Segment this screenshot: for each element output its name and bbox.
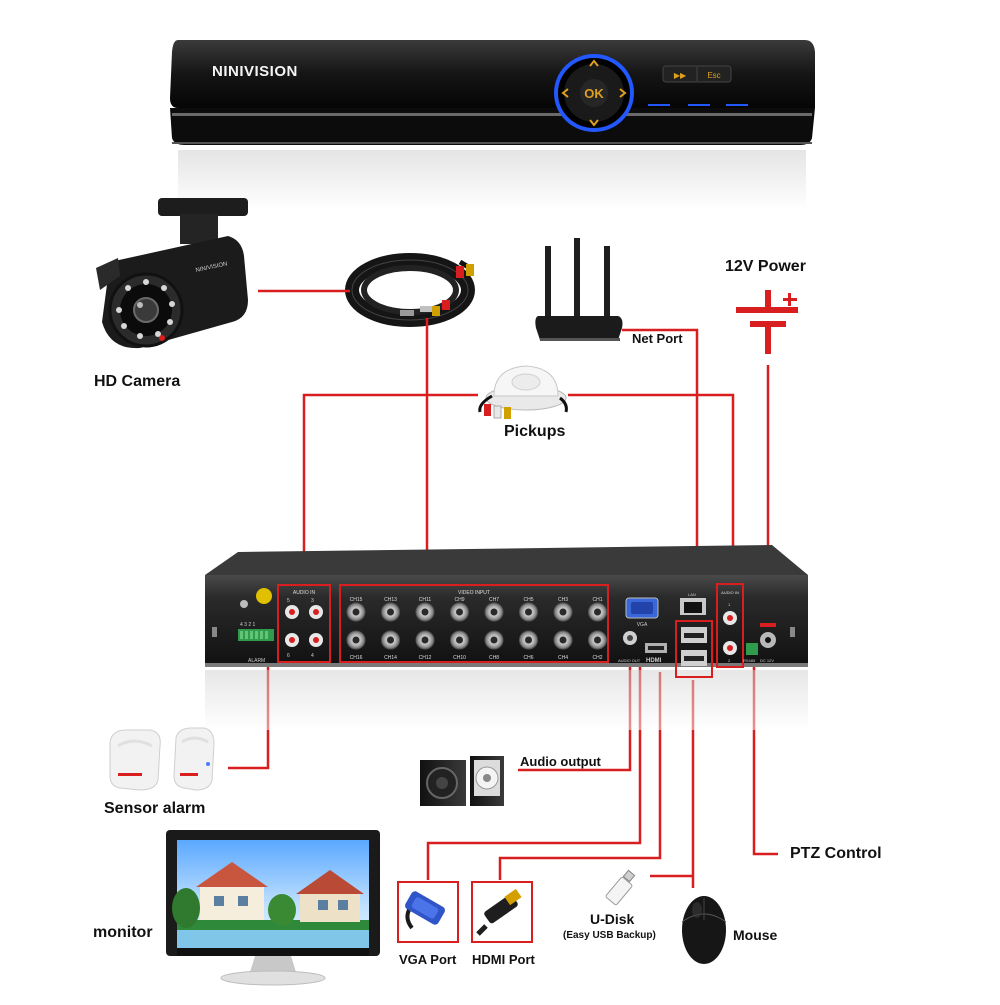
router-image (535, 238, 623, 341)
bnc-row-top: CH15 CH13 CH11 CH9 CH7 CH5 CH3 CH1 (346, 597, 607, 622)
audio-in-num-4: 4 (311, 653, 314, 659)
audio-in-right-num-2: 2 (728, 658, 731, 663)
u-disk-image (605, 869, 636, 906)
ptz-control-label: PTZ Control (790, 845, 882, 862)
bnc-connector-pin (421, 636, 429, 644)
mouse-image (681, 896, 727, 964)
bnc-connector-pin (559, 608, 567, 616)
channel-label: CH10 (453, 655, 466, 661)
mouse-label: Mouse (733, 927, 778, 943)
audio-in-left-label: AUDIO IN (293, 590, 316, 596)
ok-label: OK (584, 86, 604, 101)
lan-label: LAN (688, 592, 696, 597)
bnc-connector-pin (387, 636, 394, 644)
channel-label: CH1 (592, 597, 602, 603)
net-port-label: Net Port (632, 331, 683, 346)
bnc-cable-coil-image (345, 253, 475, 327)
u-disk-label: U-Disk (590, 911, 635, 927)
bnc-connector-pin (594, 608, 601, 616)
bnc-connector-pin (456, 608, 463, 616)
channel-label: CH8 (489, 655, 499, 661)
audio-in-left-jacks (285, 605, 323, 647)
bnc-connector-pin (525, 636, 532, 644)
bnc-connector-pin (352, 608, 360, 616)
rs485-label: RS485 (743, 658, 756, 663)
vga-port-label: VGA Port (399, 952, 457, 967)
vga-label: VGA (637, 622, 648, 628)
bnc-connector-pin (490, 636, 498, 644)
monitor-image (166, 830, 380, 986)
channel-label: CH9 (454, 597, 464, 603)
channel-label: CH4 (558, 655, 568, 661)
vga-port-image (397, 881, 459, 943)
channel-label: CH13 (384, 597, 397, 603)
u-disk-sub-label: (Easy USB Backup) (563, 930, 656, 941)
hdmi-port-image (471, 881, 533, 943)
bnc-connector-pin (559, 636, 567, 644)
dvr-rear: 4 3 2 1 ALARM AUDIO IN 5 3 6 4 VIDEO INP… (205, 545, 808, 730)
hdmi-label: HDMI (646, 658, 662, 664)
power-label: 12V Power (725, 258, 806, 275)
audio-in-num-3: 3 (311, 598, 314, 604)
audio-output-label: Audio output (520, 754, 601, 769)
audio-in-right-label: AUDIO IN (721, 590, 739, 595)
channel-label: CH12 (419, 655, 432, 661)
channel-label: CH2 (592, 655, 602, 661)
channel-label: CH6 (523, 655, 533, 661)
hd-camera-image: NINIVISION (96, 198, 248, 349)
hdmi-port-label: HDMI Port (472, 952, 535, 967)
esc-button-label: Esc (707, 71, 720, 80)
bnc-connector-pin (490, 608, 498, 616)
power-symbol (736, 290, 798, 354)
sensor-alarm-label: Sensor alarm (104, 800, 206, 817)
dvr-front: OK ▶▶ Esc NINIVISION (170, 40, 815, 210)
audio-out-label: AUDIO OUT (618, 658, 641, 663)
bnc-connector-pin (352, 636, 360, 644)
audio-in-num-6: 6 (287, 653, 290, 659)
channel-label: CH7 (489, 597, 499, 603)
bnc-connector-pin (421, 608, 429, 616)
bnc-connector-pin (525, 608, 532, 616)
channel-label: CH11 (419, 597, 432, 603)
bnc-connector-pin (594, 636, 601, 644)
video-input-label: VIDEO INPUT (458, 590, 490, 596)
hd-camera-label: HD Camera (94, 373, 181, 390)
bnc-connector-pin (456, 636, 463, 644)
speakers-image (420, 756, 504, 806)
channel-label: CH3 (558, 597, 568, 603)
audio-in-right-num-1: 1 (728, 602, 731, 607)
alarm-label: ALARM (248, 658, 265, 664)
channel-label: CH5 (523, 597, 533, 603)
alarm-pins-label: 4 3 2 1 (240, 622, 256, 628)
channel-label: CH15 (350, 597, 363, 603)
channel-label: CH14 (384, 655, 397, 661)
dvr-brand-label: NINIVISION (212, 63, 298, 80)
channel-label: CH16 (350, 655, 363, 661)
dc-label: DC 12V (760, 658, 774, 663)
sensor-alarm-image (109, 727, 215, 791)
pickups-label: Pickups (504, 423, 566, 440)
bnc-row-bottom: CH16 CH14 CH12 CH10 CH8 CH6 CH4 CH2 (346, 630, 607, 661)
audio-in-num-5: 5 (287, 598, 290, 604)
monitor-label: monitor (93, 924, 153, 941)
pickup-microphone-image (478, 365, 568, 419)
forward-button-label: ▶▶ (674, 71, 687, 80)
bnc-connector-pin (387, 608, 394, 616)
